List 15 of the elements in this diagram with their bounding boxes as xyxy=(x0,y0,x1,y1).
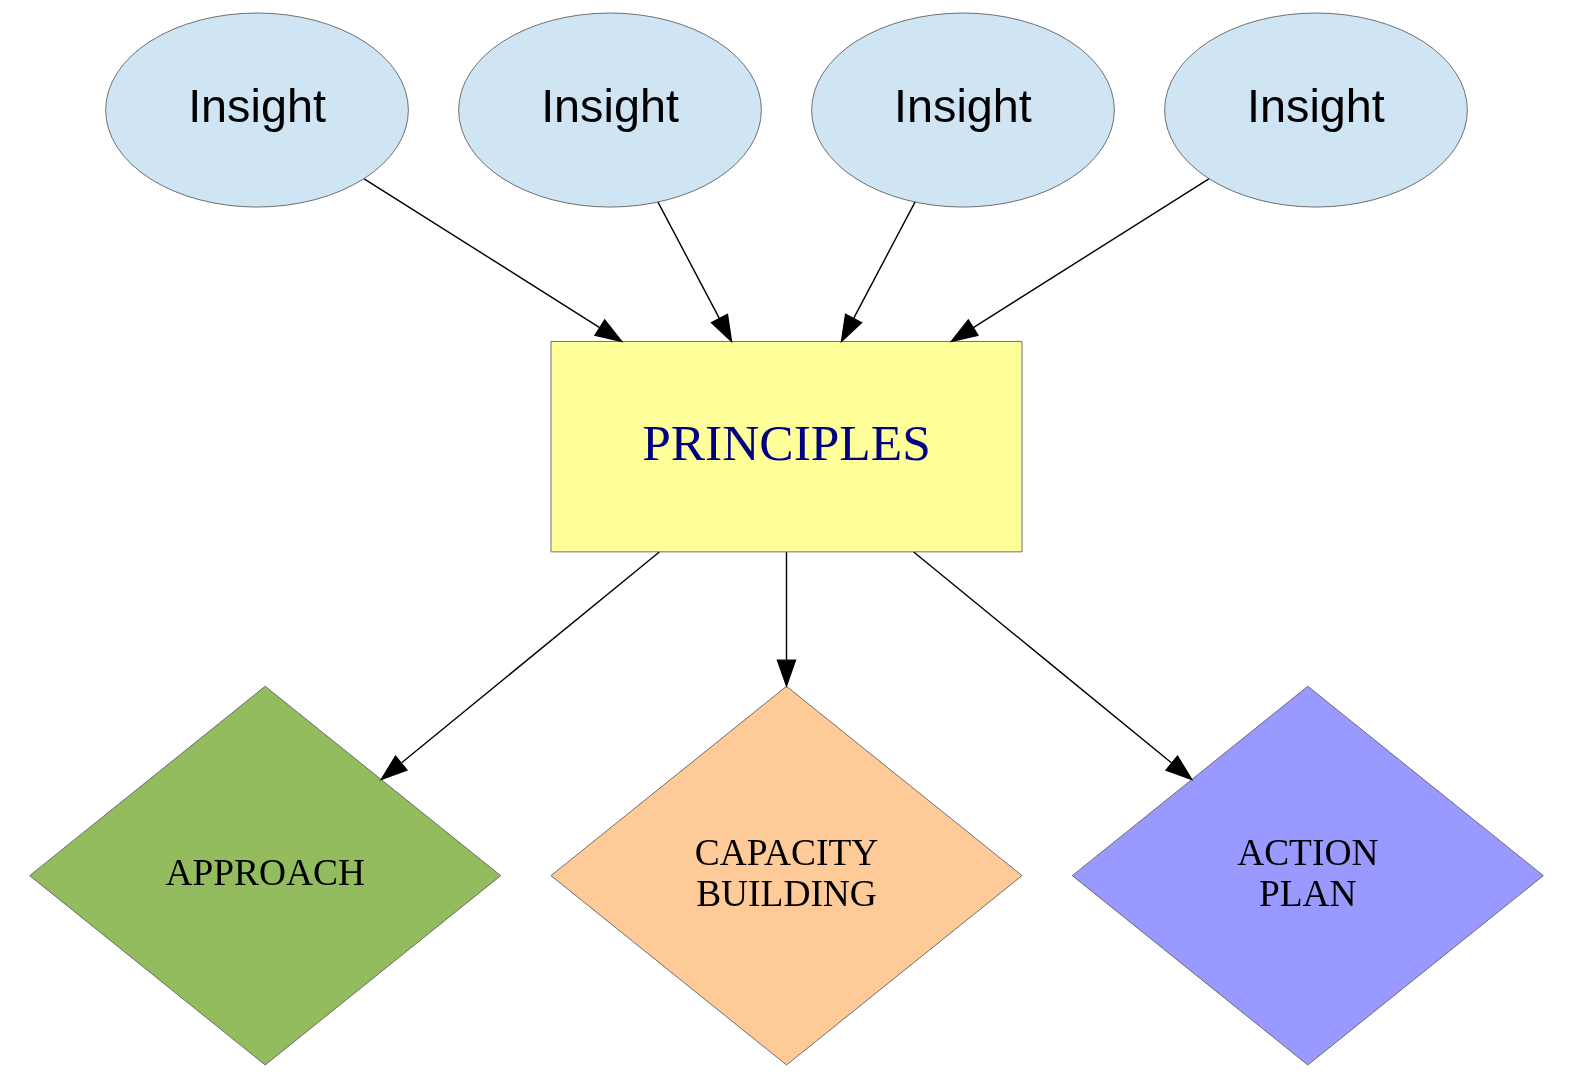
arrow xyxy=(656,201,732,344)
arrow xyxy=(949,178,1210,343)
arrow xyxy=(379,551,660,781)
arrow xyxy=(362,178,623,343)
arrow xyxy=(776,551,796,688)
arrow xyxy=(912,551,1193,781)
node-diamond: APPROACH xyxy=(28,685,501,1066)
node-box: PRINCIPLES xyxy=(550,341,1022,553)
node-ellipse: Insight xyxy=(1163,12,1468,208)
node-diamond: CAPACITY BUILDING xyxy=(550,685,1022,1066)
node-ellipse: Insight xyxy=(104,12,409,208)
arrow xyxy=(840,201,916,344)
node-ellipse: Insight xyxy=(457,12,762,208)
node-diamond: ACTION PLAN xyxy=(1071,685,1544,1066)
node-ellipse: Insight xyxy=(810,12,1115,208)
